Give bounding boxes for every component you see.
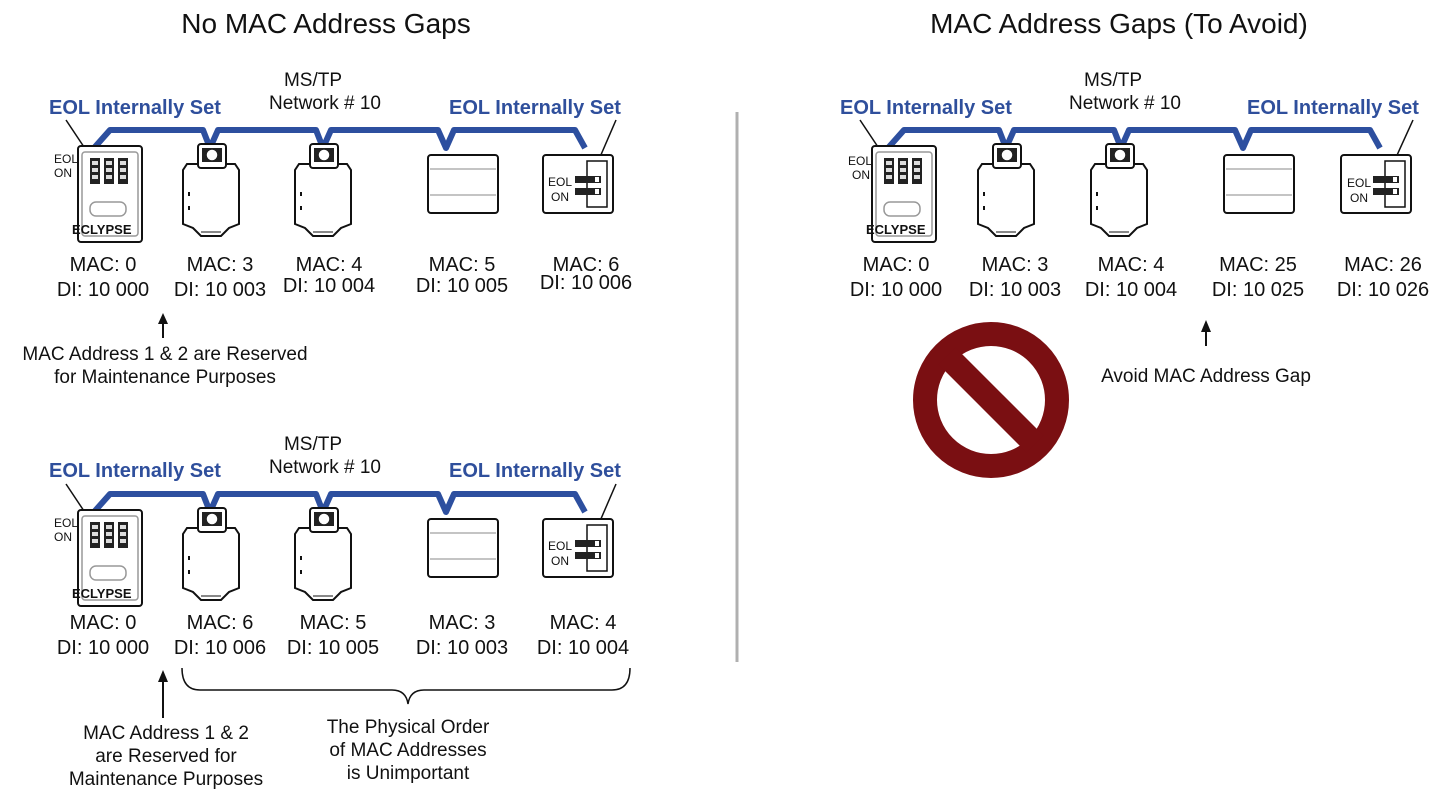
device-di: DI: 10 004 xyxy=(537,637,629,659)
on-switch-label: ON xyxy=(852,168,870,182)
on-switch-label: ON xyxy=(1350,191,1368,205)
device-mac: MAC: 0 xyxy=(863,254,930,276)
network-number: Network # 10 xyxy=(1069,93,1181,114)
device-mac: MAC: 5 xyxy=(429,254,496,276)
device-di: DI: 10 005 xyxy=(416,275,508,297)
device-di: DI: 10 003 xyxy=(969,279,1061,301)
vav-device-icon xyxy=(182,507,240,601)
device-di: DI: 10 004 xyxy=(1085,279,1177,301)
io-module-icon xyxy=(427,154,499,214)
device-brand: ECLYPSE xyxy=(72,222,132,237)
device-di: DI: 10 025 xyxy=(1212,279,1304,301)
io-module-icon xyxy=(427,518,499,578)
on-switch-label: ON xyxy=(551,190,569,204)
reserved-note: MAC Address 1 & 2 xyxy=(83,723,249,744)
device-di: DI: 10 006 xyxy=(174,637,266,659)
device-mac: MAC: 4 xyxy=(296,254,363,276)
device-brand: ECLYPSE xyxy=(72,586,132,601)
right-title: MAC Address Gaps (To Avoid) xyxy=(930,8,1308,39)
network-label: MS/TP xyxy=(284,434,342,455)
device-mac: MAC: 0 xyxy=(70,612,137,634)
eol-switch-label: EOL xyxy=(54,516,78,530)
reserved-note: are Reserved for xyxy=(95,746,237,767)
eol-switch-label: EOL xyxy=(548,539,572,553)
device-di: DI: 10 000 xyxy=(850,279,942,301)
prohibited-icon xyxy=(913,322,1069,478)
physical-order-note: The Physical Order xyxy=(327,717,490,738)
io-module-icon xyxy=(1223,154,1295,214)
vav-device-icon xyxy=(294,143,352,237)
reserved-note: Maintenance Purposes xyxy=(69,769,263,790)
ms-tp-bus xyxy=(91,127,588,151)
grouping-brace xyxy=(181,667,631,705)
eol-switch-label: EOL xyxy=(1347,176,1371,190)
arrow-up-icon xyxy=(1201,320,1211,346)
reserved-note: for Maintenance Purposes xyxy=(54,367,276,388)
eol-left-label: EOL Internally Set xyxy=(840,97,1012,119)
device-mac: MAC: 3 xyxy=(982,254,1049,276)
network-number: Network # 10 xyxy=(269,457,381,478)
device-mac: MAC: 0 xyxy=(70,254,137,276)
device-di: DI: 10 026 xyxy=(1337,279,1429,301)
device-mac: MAC: 6 xyxy=(187,612,254,634)
device-di: DI: 10 005 xyxy=(287,637,379,659)
arrow-up-icon xyxy=(158,313,168,338)
arrow-up-icon xyxy=(158,670,168,718)
physical-order-note: is Unimportant xyxy=(347,763,470,784)
device-mac: MAC: 4 xyxy=(550,612,617,634)
physical-order-note: of MAC Addresses xyxy=(329,740,486,761)
reserved-note: MAC Address 1 & 2 are Reserved xyxy=(22,344,307,365)
device-di: DI: 10 003 xyxy=(174,279,266,301)
vav-device-icon xyxy=(1090,143,1148,237)
on-switch-label: ON xyxy=(551,554,569,568)
device-mac: MAC: 4 xyxy=(1098,254,1165,276)
eol-switch-label: EOL xyxy=(848,154,872,168)
device-di: DI: 10 000 xyxy=(57,637,149,659)
network-diagram-gaps: MS/TP Network # 10 EOL Internally Set EO… xyxy=(840,70,1429,478)
eol-right-label: EOL Internally Set xyxy=(1247,97,1419,119)
device-di: DI: 10 004 xyxy=(283,275,375,297)
device-mac: MAC: 6 xyxy=(553,254,620,276)
network-number: Network # 10 xyxy=(269,93,381,114)
network-diagram-unordered: MS/TP Network # 10 EOL Internally Set EO… xyxy=(49,434,631,790)
network-label: MS/TP xyxy=(1084,70,1142,91)
device-mac: MAC: 5 xyxy=(300,612,367,634)
eol-right-label: EOL Internally Set xyxy=(449,460,621,482)
avoid-gap-note: Avoid MAC Address Gap xyxy=(1101,366,1311,387)
eol-switch-label: EOL xyxy=(54,152,78,166)
device-di: DI: 10 000 xyxy=(57,279,149,301)
ms-tp-bus xyxy=(91,491,588,515)
device-brand: ECLYPSE xyxy=(866,222,926,237)
device-mac: MAC: 25 xyxy=(1219,254,1297,276)
device-mac: MAC: 3 xyxy=(187,254,254,276)
on-switch-label: ON xyxy=(54,530,72,544)
on-switch-label: ON xyxy=(54,166,72,180)
vav-device-icon xyxy=(294,507,352,601)
device-mac: MAC: 3 xyxy=(429,612,496,634)
eol-left-label: EOL Internally Set xyxy=(49,97,221,119)
eol-right-label: EOL Internally Set xyxy=(449,97,621,119)
vav-device-icon xyxy=(977,143,1035,237)
device-mac: MAC: 26 xyxy=(1344,254,1422,276)
device-di: DI: 10 006 xyxy=(540,272,632,294)
network-label: MS/TP xyxy=(284,70,342,91)
left-title: No MAC Address Gaps xyxy=(181,8,470,39)
device-di: DI: 10 003 xyxy=(416,637,508,659)
network-diagram-ordered: MS/TP Network # 10 EOL Internally Set EO… xyxy=(22,70,632,388)
eol-switch-label: EOL xyxy=(548,175,572,189)
eol-left-label: EOL Internally Set xyxy=(49,460,221,482)
vav-device-icon xyxy=(182,143,240,237)
